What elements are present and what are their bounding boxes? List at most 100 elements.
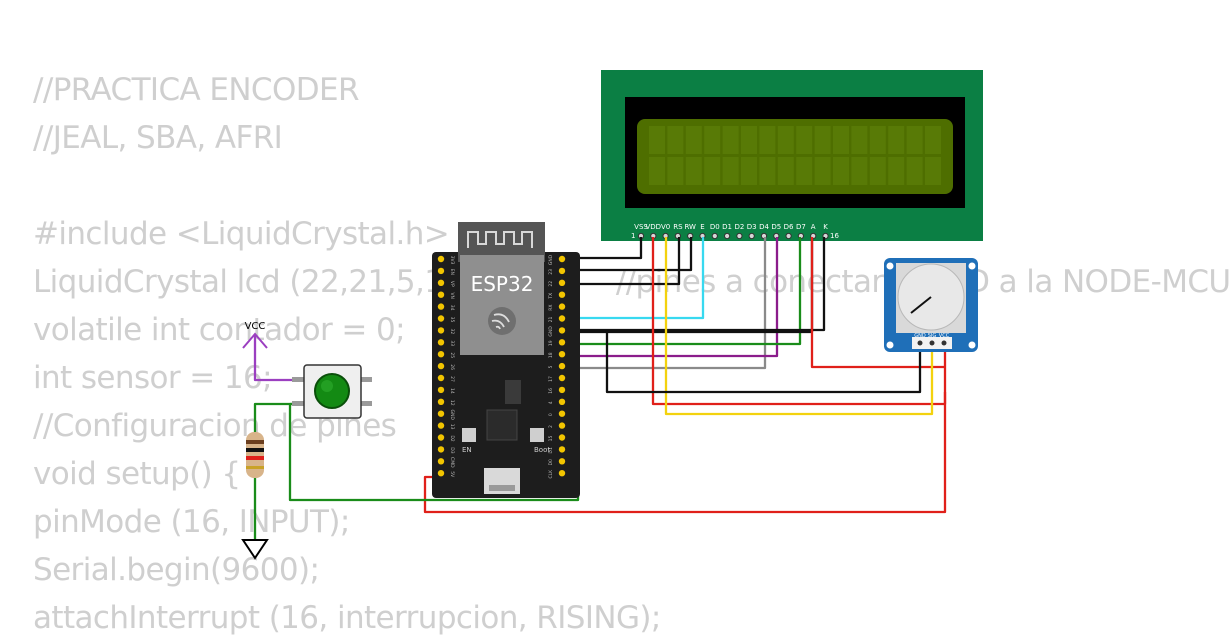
esp32-pin[interactable]	[558, 374, 566, 382]
ground-symbol-icon	[241, 539, 269, 560]
esp32-pin[interactable]	[558, 279, 566, 286]
wire-rw-gnd[interactable]	[565, 237, 693, 272]
esp32-pin-label: 14	[449, 388, 455, 394]
en-button[interactable]	[462, 428, 476, 442]
wire-backlight-power[interactable]	[810, 237, 945, 369]
lcd-char-cell	[667, 126, 684, 154]
esp32-pin-label: 16	[548, 388, 554, 394]
lcd-pin-label: D7	[796, 223, 806, 231]
pot-pin-label-gnd: GND	[914, 333, 926, 339]
esp32-pin[interactable]	[558, 362, 566, 370]
lcd-pin-first-number: 1	[631, 232, 635, 240]
lcd-char-cell	[685, 126, 702, 154]
wire-vcc-button[interactable]	[253, 335, 302, 382]
pot-pin-gnd[interactable]	[917, 340, 923, 346]
wire-rs-gpio22[interactable]	[565, 237, 681, 286]
esp32-pin-label: RX	[548, 304, 554, 310]
lcd-pin-label: RS	[673, 223, 683, 231]
esp32-pin[interactable]	[558, 434, 566, 441]
pot-pin-sig[interactable]	[929, 340, 935, 346]
wire-v0-pot-signal[interactable]	[664, 237, 934, 416]
lcd-pin[interactable]	[736, 232, 743, 240]
esp32-pin[interactable]	[558, 351, 566, 358]
esp32-pin[interactable]	[558, 303, 566, 310]
lcd-char-cell	[667, 157, 684, 185]
esp32-pin[interactable]	[558, 255, 566, 263]
wire-pot-vcc-esp[interactable]	[423, 392, 947, 514]
esp32-pin[interactable]	[558, 315, 566, 322]
potentiometer[interactable]: GND SIG VCC	[884, 258, 978, 352]
lcd-char-cell	[777, 157, 794, 185]
esp32-pin[interactable]	[558, 339, 566, 346]
lcd-pin[interactable]	[724, 232, 731, 240]
esp32-pin[interactable]	[558, 291, 566, 298]
esp32-pin[interactable]	[437, 422, 445, 429]
button-cap[interactable]	[314, 373, 350, 409]
esp32-pin[interactable]	[437, 410, 445, 417]
esp32-pin[interactable]	[558, 410, 566, 417]
esp32-pin[interactable]	[437, 339, 445, 346]
en-button-label: EN	[462, 446, 472, 454]
lcd-pin[interactable]	[711, 232, 718, 240]
pot-pin-vcc[interactable]	[941, 340, 947, 346]
esp32-pin[interactable]	[437, 267, 445, 275]
esp32-pin[interactable]	[558, 470, 566, 477]
esp32-label: ESP32	[471, 272, 534, 296]
wire-e-gpio21[interactable]	[565, 237, 705, 320]
lcd-char-cell	[814, 157, 831, 185]
esp32-pin[interactable]	[437, 351, 445, 358]
esp32-pin[interactable]	[437, 470, 445, 477]
wire-d4-gpio23[interactable]	[565, 237, 767, 370]
boot-button[interactable]	[530, 428, 544, 442]
lcd-pin[interactable]	[748, 232, 755, 240]
resistor-band-4	[246, 466, 264, 469]
esp32-pin[interactable]	[437, 386, 445, 394]
push-button[interactable]	[292, 364, 372, 419]
lcd-pin-label: E	[700, 223, 704, 231]
esp32-pin[interactable]	[558, 267, 566, 275]
esp32-pin[interactable]	[437, 374, 445, 382]
esp32-pin[interactable]	[437, 458, 445, 465]
esp32-pin[interactable]	[558, 458, 566, 465]
esp32-pin[interactable]	[558, 386, 566, 394]
esp32-pin[interactable]	[437, 255, 445, 263]
wire-vss-gnd[interactable]	[565, 237, 643, 260]
wire-d6-gpio18[interactable]	[565, 237, 802, 346]
esp32-pin[interactable]	[558, 446, 566, 453]
wire-vdd-power[interactable]	[651, 237, 947, 406]
lcd-char-cell	[722, 126, 739, 154]
lcd-char-cell	[704, 157, 721, 185]
lcd-char-cell	[649, 126, 665, 154]
lcd-char-cell	[796, 126, 813, 154]
resistor[interactable]	[246, 432, 264, 478]
code-line: int sensor = 16;	[33, 360, 273, 396]
button-cap-highlight	[321, 380, 333, 392]
esp32-pin[interactable]	[437, 434, 445, 441]
esp32-pin[interactable]	[437, 291, 445, 298]
esp32-board[interactable]: ESP32 EN Boot 3V3ENVPVN34353233252627141…	[432, 222, 580, 498]
esp32-pin[interactable]	[558, 327, 566, 334]
esp32-pin-label: 2	[548, 425, 554, 428]
esp32-pin[interactable]	[437, 327, 445, 334]
esp32-pin[interactable]	[437, 362, 445, 370]
lcd-char-cell	[906, 126, 923, 154]
esp32-pin[interactable]	[437, 303, 445, 310]
esp32-pin[interactable]	[437, 446, 445, 453]
esp32-pin[interactable]	[558, 398, 566, 405]
esp32-pin-label: 33	[449, 340, 455, 346]
wire-button-resistor[interactable]	[253, 402, 302, 432]
wire-k-gnd[interactable]	[565, 237, 826, 332]
esp32-pin[interactable]	[558, 422, 566, 429]
esp32-pin[interactable]	[437, 398, 445, 405]
esp32-pin[interactable]	[437, 279, 445, 286]
wire-pot-gnd[interactable]	[605, 330, 922, 394]
esp32-pin-label: EN	[449, 269, 455, 275]
lcd-char-cell	[869, 126, 886, 154]
lcd-pin-label: K	[823, 223, 828, 231]
esp32-pin-label: 3V3	[449, 256, 455, 265]
lcd-pin-label: D3	[747, 223, 757, 231]
wire-d5-gpio19[interactable]	[565, 237, 779, 358]
esp32-pin[interactable]	[437, 315, 445, 322]
lcd-pin[interactable]	[785, 232, 792, 240]
